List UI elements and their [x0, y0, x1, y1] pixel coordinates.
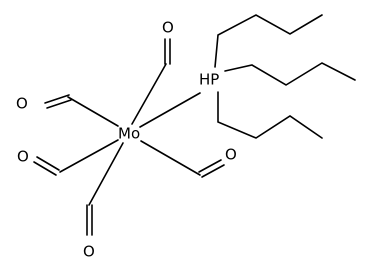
atom-oxygen-left-label: O: [17, 148, 29, 166]
atom-oxygen-upper-left-label: O: [16, 95, 28, 113]
atom-oxygen-top-label: O: [162, 19, 174, 37]
bond-mo-c-right: [140, 140, 201, 176]
bond-mo-c-upper-left: [67, 96, 119, 127]
butyl-chain-middle: [224, 62, 356, 86]
atom-phosphorus-label: HP: [199, 71, 219, 89]
bond-mo-c-top: [131, 63, 167, 125]
atom-oxygen-right-label: O: [225, 146, 237, 164]
butyl-chain-lower: [217, 91, 323, 139]
atom-metal-label: Mo: [118, 125, 140, 143]
bond-c-o-upper-left-2: [46, 99, 72, 109]
bond-c-o-left-2: [33, 161, 57, 176]
atom-label-group: Mo HP O O O O O: [16, 19, 237, 261]
bond-group: [33, 14, 356, 236]
bond-mo-p: [139, 92, 201, 128]
bond-c-o-left-1: [36, 156, 60, 171]
butyl-chain-upper: [214, 14, 323, 68]
bond-mo-c-bottom: [88, 142, 124, 206]
bond-c-o-right-1: [198, 159, 222, 173]
atom-oxygen-bottom-label: O: [83, 243, 95, 261]
bond-c-o-upper-left-1: [44, 94, 70, 104]
bond-c-o-right-2: [201, 164, 225, 178]
bond-mo-c-left: [59, 139, 119, 173]
